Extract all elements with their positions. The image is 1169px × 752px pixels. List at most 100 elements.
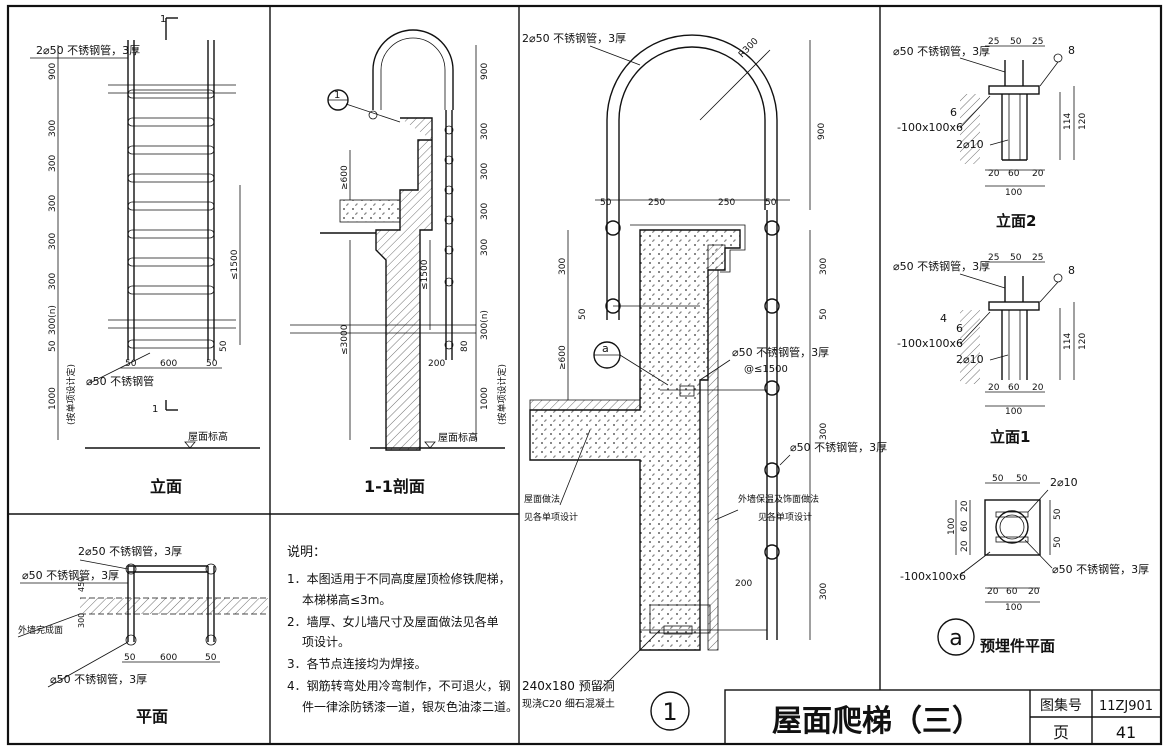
elev2-bottom-dim-3: 20 (1032, 169, 1044, 179)
section-dim-left-3: ≤3000 (340, 324, 350, 355)
detail-spacing-label: @≤1500 (744, 364, 788, 375)
elev2-bottom-dim-2: 60 (1008, 169, 1020, 179)
detail-right-dim-3: 300 (819, 423, 829, 440)
section-wall (375, 117, 433, 451)
note-2b: 项设计。 (302, 635, 350, 649)
detail-dim-200: 200 (735, 579, 752, 589)
section-detail-mark-text: 1 (334, 90, 340, 101)
detail-mark (650, 691, 690, 731)
sheet-frame (6, 4, 1163, 746)
sheet-title: 屋面爬梯（三） (772, 704, 982, 739)
embed-top-dim-1: 50 (992, 474, 1004, 484)
embed-caption: 预埋件平面 (980, 637, 1055, 655)
svg-text:300: 300 (48, 195, 58, 212)
elev1-top-dim-2: 50 (1010, 253, 1022, 263)
section-dim-left-1: ≥600 (340, 165, 350, 190)
note-4b: 件一律涂防锈漆一道，银灰色油漆二道。 (302, 699, 518, 714)
plan-dim-2: 600 (160, 653, 177, 663)
detail-mark-text: 1 (662, 698, 677, 726)
svg-text:50: 50 (48, 340, 58, 352)
rung-label: ⌀50 不锈钢管 (86, 374, 154, 388)
embed-right-dim-1: 50 (1053, 508, 1063, 520)
notes-block: 说明： 1．本图适用于不同高度屋顶检修铁爬梯， 本梯梯高≤3m。 2．墙厚、女儿… (287, 545, 518, 714)
elev1-plate (988, 301, 1040, 311)
atlas-label: 图集号 (1040, 697, 1082, 714)
elevation-view: 1 1 2⌀50 不锈钢管，3厚 ⌀50 不锈钢管 900 300 300 30… (30, 14, 260, 496)
detail-view: 2⌀50 不锈钢管，3厚 R300 900 50 250 250 50 300 … (522, 31, 887, 731)
detail-rung-label: ⌀50 不锈钢管，3厚 (790, 440, 887, 454)
plan-dim-1: 50 (124, 653, 136, 663)
embed-pipe-label: ⌀50 不锈钢管，3厚 (1052, 562, 1149, 576)
elevation-2-view: ⌀50 不锈钢管，3厚 -100x100x6 2⌀10 6 8 25 50 25… (893, 37, 1088, 230)
elevation-dim-b3: 50 (206, 359, 218, 369)
svg-text:900: 900 (48, 63, 58, 80)
embed-right-dim-2: 50 (1053, 536, 1063, 548)
detail-wall-label-2: 见各单项设计 (758, 511, 812, 523)
detail-rungs (605, 220, 780, 560)
embed-ref-mark (937, 618, 975, 656)
section-dim-bottom: 200 (428, 359, 445, 369)
embed-bottom-dim-2: 60 (1006, 587, 1018, 597)
elev1-side-dim-1: 114 (1063, 333, 1073, 350)
plan-side-dim-2: 300 (77, 613, 86, 628)
elev2-weld-a: 6 (950, 106, 957, 119)
elev1-side-dim-2: 120 (1078, 333, 1088, 350)
embed-plan-view: 50 50 2⌀10 -100x100x6 ⌀50 不锈钢管，3厚 20 60 … (900, 474, 1149, 656)
detail-left-dim-2: 50 (578, 308, 588, 320)
detail-right-dim-1: 300 (819, 258, 829, 275)
svg-text:1000: 1000 (480, 387, 490, 410)
note-1: 1．本图适用于不同高度屋顶检修铁爬梯， (287, 571, 511, 586)
section-dims-right: 900 300 300 300 300 300(n) 1000 (480, 63, 490, 410)
embed-side-total: 100 (947, 518, 957, 535)
elev1-bottom-dim-2: 60 (1008, 383, 1020, 393)
embed-left-dim-2: 60 (960, 520, 970, 532)
elevation-dim-b2: 600 (160, 359, 177, 369)
elev2-top-dim-3: 25 (1032, 37, 1043, 47)
section-mark-bottom: 1 (152, 404, 158, 415)
detail-top-dim-2: 250 (648, 198, 665, 208)
svg-text:300: 300 (48, 155, 58, 172)
elevation-dims-left: 900 300 300 300 300 300 300(n) 50 1000 (48, 63, 58, 410)
elev2-plate-label: -100x100x6 (897, 121, 963, 134)
embed-bottom-dim-3: 20 (1028, 587, 1040, 597)
elev2-top-dim-1: 25 (988, 37, 999, 47)
detail-roof-label-2: 见各单项设计 (524, 511, 578, 523)
embed-bottom-dim-1: 20 (987, 587, 999, 597)
section-view: 1 900 300 300 300 300 300(n) 1000 (按单项设计… (290, 29, 508, 496)
elev2-side-dim-2: 120 (1078, 113, 1088, 130)
section-mark-top: 1 (160, 14, 166, 25)
svg-text:300: 300 (480, 163, 490, 180)
plan-side-dim-1: 450 (77, 577, 86, 592)
elev1-weld-b: 6 (956, 322, 963, 335)
rungs (127, 89, 215, 349)
detail-embed-hole (649, 604, 711, 634)
detail-arch-outer (606, 34, 778, 210)
elev2-bottom-dim-1: 20 (988, 169, 1000, 179)
elev1-weld-c: 8 (1068, 264, 1075, 277)
detail-arch-inner (618, 46, 766, 210)
note-1b: 本梯梯高≤3m。 (302, 592, 391, 607)
detail-left-dim-3: ≥600 (558, 345, 568, 370)
elev2-caption: 立面2 (996, 212, 1036, 230)
elev2-side-dim-1: 114 (1063, 113, 1073, 130)
note-4: 4．钢筋转弯处用冷弯制作，不可退火，钢 (287, 678, 511, 693)
elevation-caption: 立面 (150, 477, 182, 496)
detail-right-dim-4: 300 (819, 583, 829, 600)
rail-label: 2⌀50 不锈钢管，3厚 (36, 43, 140, 57)
elev1-bottom-dim-1: 20 (988, 383, 1000, 393)
svg-text:300: 300 (48, 273, 58, 290)
plan-post-label: ⌀50 不锈钢管，3厚 (22, 568, 119, 582)
elev1-caption: 立面1 (990, 428, 1030, 446)
embed-pipe-outer (995, 510, 1029, 544)
detail-top-dim-3: 250 (718, 198, 735, 208)
svg-text:300: 300 (480, 203, 490, 220)
svg-text:300: 300 (480, 239, 490, 256)
plan-bottom-label: ⌀50 不锈钢管，3厚 (50, 672, 147, 686)
detail-top-label: 2⌀50 不锈钢管，3厚 (522, 31, 626, 45)
elev1-plate-label: -100x100x6 (897, 337, 963, 350)
embed-left-dim-3: 20 (960, 540, 970, 552)
detail-pipe-label: ⌀50 不锈钢管，3厚 (732, 345, 829, 359)
elev1-top-dim-1: 25 (988, 253, 999, 263)
section-caption: 1-1剖面 (364, 477, 425, 496)
plan-view: 2⌀50 不锈钢管，3厚 ⌀50 不锈钢管，3厚 外墙完成面 ⌀50 不锈钢管，… (17, 544, 268, 726)
